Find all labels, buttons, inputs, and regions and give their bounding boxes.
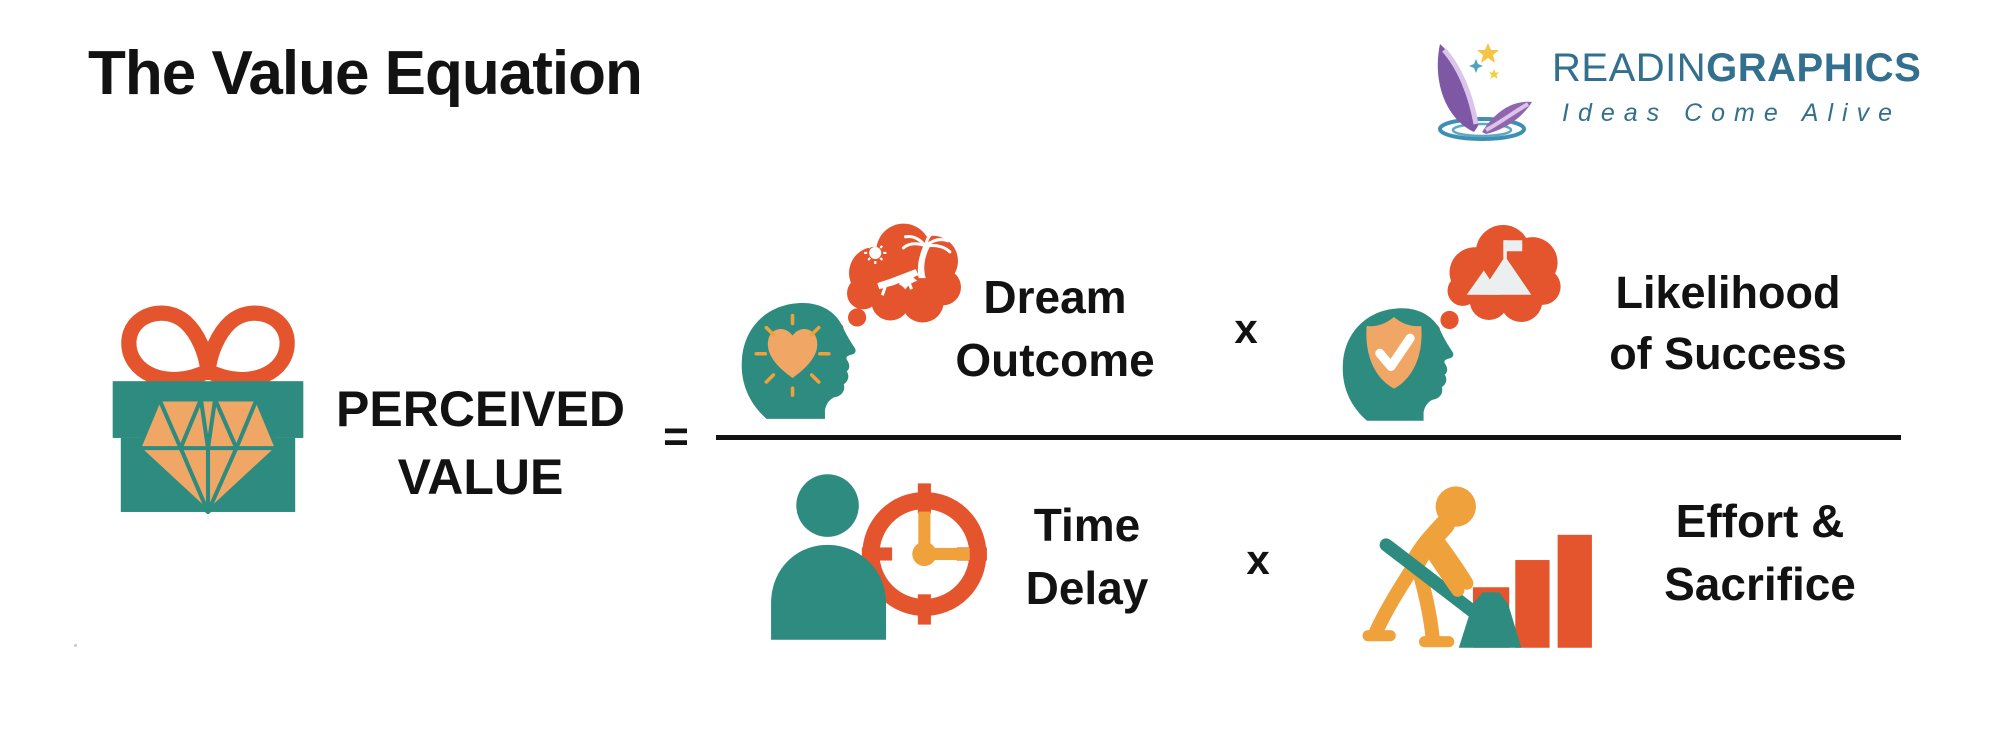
fraction-divider-line	[716, 435, 1901, 440]
page-title: The Value Equation	[88, 39, 643, 108]
sparkle-icon	[1469, 59, 1483, 73]
sun-icon	[864, 241, 887, 265]
brand-name-regular: READIN	[1552, 46, 1707, 90]
multiply-sign-bottom: x	[1246, 536, 1270, 583]
shovel-handle	[1379, 538, 1480, 619]
dream-line1: Dream	[983, 271, 1127, 323]
gift-box-diamond-icon	[112, 305, 304, 514]
multiply-sign-top: x	[1234, 305, 1258, 352]
shovel-blade-pile	[1458, 592, 1522, 648]
time-line2: Delay	[1025, 561, 1149, 614]
person-silhouette	[771, 474, 887, 640]
star-icon	[1477, 43, 1499, 63]
effort-sacrifice-label: Effort & Sacrifice	[1610, 490, 1910, 615]
dream-head-icon	[741, 223, 961, 419]
likelihood-line1: Likelihood	[1615, 267, 1841, 318]
likelihood-label: Likelihood of Success	[1578, 262, 1878, 384]
clock-icon	[861, 483, 987, 625]
equals-sign: =	[663, 412, 689, 461]
effort-line1: Effort &	[1675, 495, 1845, 547]
diamond-icon	[137, 397, 279, 514]
mountain-flag-icon	[1466, 240, 1532, 295]
brand-book-icon	[1437, 43, 1532, 141]
perceived-line1: PERCEIVED	[336, 381, 625, 437]
likelihood-head-icon	[1342, 225, 1561, 421]
thought-bubble-beach	[847, 223, 961, 323]
perceived-value-label: PERCEIVED VALUE	[318, 375, 643, 511]
likelihood-line2: of Success	[1609, 328, 1847, 380]
brand-text: READINGRAPHICS Ideas Come Alive	[1552, 46, 1921, 128]
small-star-icon	[1489, 69, 1499, 79]
stray-speck	[74, 644, 77, 647]
dream-outcome-label: Dream Outcome	[940, 266, 1170, 391]
brand-tagline: Ideas Come Alive	[1562, 99, 1901, 127]
person-clock-icon	[771, 474, 987, 640]
brand-name-bold: GRAPHICS	[1706, 46, 1922, 90]
effort-line2: Sacrifice	[1664, 557, 1856, 610]
brand-name: READINGRAPHICS	[1552, 46, 1921, 91]
dream-line2: Outcome	[955, 333, 1155, 386]
shield-check-icon	[1366, 316, 1422, 389]
person-digging-icon	[1362, 486, 1592, 648]
heart-icon	[754, 313, 831, 397]
time-line1: Time	[1033, 499, 1141, 551]
palm-tree-icon	[901, 229, 952, 279]
perceived-line2: VALUE	[397, 449, 564, 505]
thought-bubble-summit	[1447, 225, 1561, 323]
time-delay-label: Time Delay	[992, 494, 1182, 619]
lounge-chair-icon	[877, 269, 919, 296]
digger-arms	[1422, 532, 1474, 597]
